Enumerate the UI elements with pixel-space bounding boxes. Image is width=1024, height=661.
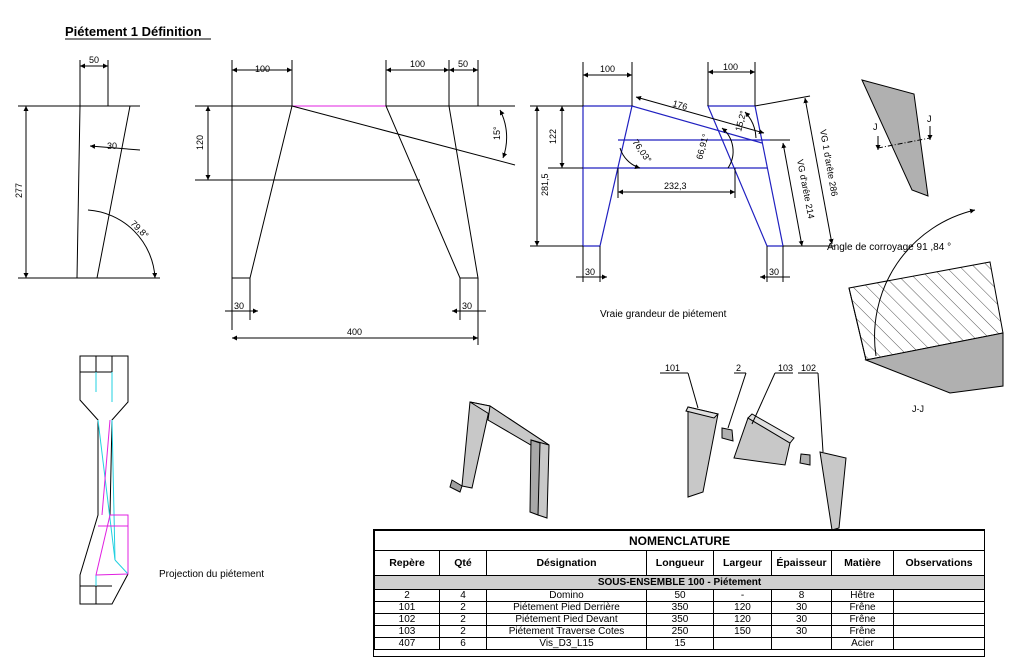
cell: 103	[374, 625, 440, 638]
section-caption: J-J	[912, 404, 924, 414]
front-view-dim-right-top: 100	[410, 59, 425, 69]
cell: 2	[374, 589, 440, 602]
col-header-repere: Repère	[374, 550, 440, 576]
nomenclature-title: NOMENCLATURE	[373, 530, 986, 551]
true-shape-dim-rail-length: 232,3	[664, 181, 687, 191]
side-view	[18, 60, 160, 279]
cell	[892, 613, 986, 626]
projection-caption: Projection du piétement	[159, 569, 264, 580]
true-shape-dim-rail-height: 122	[548, 129, 558, 144]
nomenclature-header-row: Repère Qté Désignation Longueur Largeur …	[374, 550, 986, 576]
side-view-dim-thickness: 30	[107, 141, 117, 151]
cell: 30	[771, 625, 832, 638]
col-header-epaisseur: Épaisseur	[771, 550, 832, 576]
cell: Frêne	[831, 601, 894, 614]
cell	[771, 637, 832, 650]
side-view-dim-height: 277	[14, 183, 24, 198]
true-shape-vg2-label: VG d'arête 214	[795, 158, 816, 219]
table-row: 103 2 Piétement Traverse Cotes 250 150 3…	[374, 625, 986, 638]
cell: 350	[646, 601, 714, 614]
cell	[892, 637, 986, 650]
section-jj-view	[848, 79, 1004, 394]
cell: 101	[374, 601, 440, 614]
front-view-dim-foot-right: 30	[462, 301, 472, 311]
cell: 30	[771, 601, 832, 614]
callout-2: 2	[736, 363, 741, 373]
cell: 2	[439, 625, 487, 638]
true-shape-view	[530, 62, 835, 282]
cell: 407	[374, 637, 440, 650]
true-shape-dim-foot-left: 30	[585, 267, 595, 277]
cell: 120	[713, 613, 772, 626]
col-header-observations: Observations	[892, 550, 986, 576]
cell: 150	[713, 625, 772, 638]
table-row: 2 4 Domino 50 - 8 Hêtre	[374, 589, 986, 602]
cell: Frêne	[831, 625, 894, 638]
col-header-longueur: Longueur	[646, 550, 714, 576]
cell: 8	[771, 589, 832, 602]
front-view-dim-thickness-top: 50	[458, 59, 468, 69]
front-view-dim-foot-left: 30	[234, 301, 244, 311]
front-view-dim-left-top: 100	[255, 64, 270, 74]
cell: Vis_D3_L15	[486, 637, 647, 650]
true-shape-dim-angle-left: 76,03°	[630, 137, 653, 164]
table-row: 101 2 Piétement Pied Derrière 350 120 30…	[374, 601, 986, 614]
cell	[713, 637, 772, 650]
nomenclature-table: NOMENCLATURE Repère Qté Désignation Long…	[373, 529, 986, 657]
cell: 6	[439, 637, 487, 650]
front-view-dim-overall-width: 400	[347, 327, 362, 337]
side-view-dim-width: 50	[89, 55, 99, 65]
true-shape-dim-left-top: 100	[600, 64, 615, 74]
cell: 350	[646, 613, 714, 626]
col-header-largeur: Largeur	[713, 550, 772, 576]
front-view-dim-angle: 15°	[492, 126, 502, 140]
section-angle-label: Angle de corroyage 91 ,84 °	[827, 242, 951, 253]
cell: Piétement Pied Devant	[486, 613, 647, 626]
callout-102: 102	[801, 363, 816, 373]
callout-101: 101	[665, 363, 680, 373]
true-shape-dim-angle-mid: 66,91°	[694, 132, 711, 160]
cell: 15	[646, 637, 714, 650]
callout-103: 103	[778, 363, 793, 373]
col-header-designation: Désignation	[486, 550, 647, 576]
cell: Frêne	[831, 613, 894, 626]
cell: 250	[646, 625, 714, 638]
front-view	[195, 60, 516, 345]
section-mark-right: J	[927, 114, 932, 124]
true-shape-dim-foot-right: 30	[769, 267, 779, 277]
projection-view	[79, 355, 129, 605]
cell: 50	[646, 589, 714, 602]
col-header-matiere: Matière	[831, 550, 894, 576]
subassembly-row: SOUS-ENSEMBLE 100 - Piétement	[373, 575, 986, 590]
cell	[892, 589, 986, 602]
true-shape-caption: Vraie grandeur de piétement	[600, 309, 727, 320]
front-view-dim-rail-height: 120	[195, 135, 205, 150]
cell: 102	[374, 613, 440, 626]
exploded-view	[660, 372, 847, 531]
cell: Piétement Pied Derrière	[486, 601, 647, 614]
col-header-qte: Qté	[439, 550, 487, 576]
true-shape-dim-diagonal: 176	[671, 98, 688, 112]
cell: 30	[771, 613, 832, 626]
cell: 4	[439, 589, 487, 602]
cell: Acier	[831, 637, 894, 650]
cell: Hêtre	[831, 589, 894, 602]
true-shape-dim-height: 281,5	[540, 173, 550, 196]
cell: 2	[439, 601, 487, 614]
table-row: 407 6 Vis_D3_L15 15 Acier	[374, 637, 986, 650]
table-row: 102 2 Piétement Pied Devant 350 120 30 F…	[374, 613, 986, 626]
sheet-title: Piétement 1 Définition	[65, 24, 202, 39]
cell: 120	[713, 601, 772, 614]
cell: Piétement Traverse Cotes	[486, 625, 647, 638]
section-mark-left: J	[873, 122, 878, 132]
cell: Domino	[486, 589, 647, 602]
cell	[892, 625, 986, 638]
true-shape-dim-angle-top: 15,2°	[733, 109, 748, 132]
true-shape-dim-right-top: 100	[723, 62, 738, 72]
cell	[892, 601, 986, 614]
cell: 2	[439, 613, 487, 626]
cell: -	[713, 589, 772, 602]
assembly-3d-view	[449, 401, 550, 519]
